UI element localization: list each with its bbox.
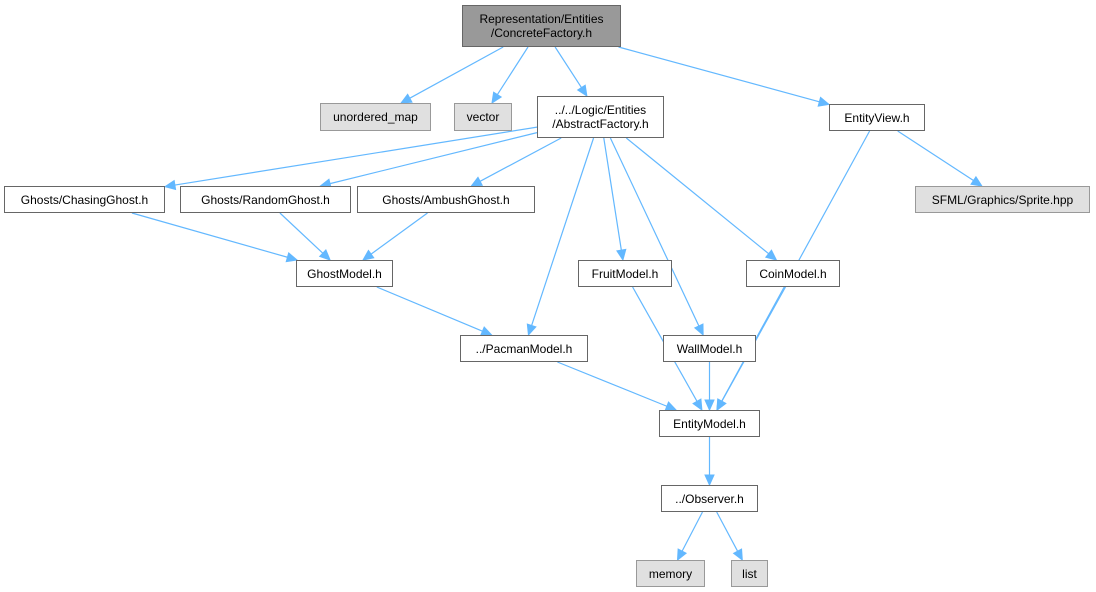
arrowhead-abstract_factory-to-wall_model: [693, 323, 704, 337]
node-label: Ghosts/RandomGhost.h: [201, 192, 330, 207]
node-list: list: [731, 560, 768, 587]
node-entity-view[interactable]: EntityView.h: [829, 104, 925, 131]
node-coin-model[interactable]: CoinModel.h: [746, 260, 840, 287]
node-label: unordered_map: [333, 110, 418, 124]
node-observer[interactable]: ../Observer.h: [661, 485, 758, 512]
edge-concrete_factory-to-entity_view: [618, 46, 820, 103]
edge-concrete_factory-to-unordered_map: [409, 46, 504, 99]
node-pacman-model[interactable]: ../PacmanModel.h: [460, 335, 588, 362]
arrowhead-wall_model-to-entity_model: [704, 399, 715, 412]
node-ambush-ghost[interactable]: Ghosts/AmbushGhost.h: [357, 186, 535, 213]
node-label: EntityView.h: [844, 110, 910, 125]
edge-observer-to-list: [716, 511, 739, 552]
node-concrete-factory: Representation/Entities /ConcreteFactory…: [462, 5, 621, 47]
arrowhead-concrete_factory-to-abstract_factory: [576, 84, 588, 98]
edge-concrete_factory-to-abstract_factory: [554, 46, 582, 88]
arrowhead-concrete_factory-to-unordered_map: [399, 93, 413, 104]
edge-entity_view-to-sfml_sprite: [897, 130, 974, 182]
arrowhead-abstract_factory-to-chasing_ghost: [163, 179, 177, 191]
edge-observer-to-memory: [681, 511, 704, 552]
node-label: ../../Logic/Entities /AbstractFactory.h: [552, 103, 649, 131]
arrowhead-abstract_factory-to-pacman_model: [526, 323, 537, 337]
node-label: WallModel.h: [676, 341, 743, 356]
edge-abstract_factory-to-pacman_model: [531, 137, 595, 326]
node-abstract-factory[interactable]: ../../Logic/Entities /AbstractFactory.h: [537, 96, 664, 138]
node-random-ghost[interactable]: Ghosts/RandomGhost.h: [180, 186, 351, 213]
arrowhead-abstract_factory-to-fruit_model: [616, 248, 627, 262]
edge-abstract_factory-to-wall_model: [609, 137, 700, 327]
edge-chasing_ghost-to-ghost_model: [131, 212, 288, 258]
node-label: SFML/Graphics/Sprite.hpp: [931, 192, 1074, 207]
arrowhead-coin_model-to-entity_model: [716, 398, 727, 412]
node-label: Ghosts/ChasingGhost.h: [20, 192, 149, 207]
edge-abstract_factory-to-fruit_model: [603, 137, 622, 251]
arrowhead-fruit_model-to-entity_model: [692, 398, 703, 412]
edges-layer: [131, 46, 983, 562]
node-label: FruitModel.h: [591, 266, 659, 281]
node-label: Representation/Entities /ConcreteFactory…: [479, 12, 604, 40]
arrowhead-concrete_factory-to-entity_view: [817, 96, 831, 107]
arrowhead-abstract_factory-to-ambush_ghost: [470, 176, 484, 187]
edge-concrete_factory-to-vector: [496, 46, 529, 95]
edge-ambush_ghost-to-ghost_model: [370, 212, 428, 255]
node-label: vector: [466, 110, 500, 124]
edge-pacman_model-to-entity_model: [557, 361, 668, 407]
node-unordered-map: unordered_map: [320, 103, 431, 131]
edge-abstract_factory-to-random_ghost: [329, 132, 538, 185]
edge-random_ghost-to-ghost_model: [279, 212, 324, 254]
node-entity-model[interactable]: EntityModel.h: [659, 410, 760, 437]
node-label: GhostModel.h: [307, 266, 382, 281]
arrowhead-abstract_factory-to-coin_model: [764, 249, 778, 261]
node-chasing-ghost[interactable]: Ghosts/ChasingGhost.h: [4, 186, 165, 213]
edge-ghost_model-to-pacman_model: [376, 286, 483, 332]
arrowhead-random_ghost-to-ghost_model: [318, 248, 331, 261]
node-label: EntityModel.h: [673, 416, 746, 431]
arrowhead-observer-to-list: [732, 548, 743, 562]
arrowhead-observer-to-memory: [676, 548, 688, 562]
arrowhead-chasing_ghost-to-ghost_model: [285, 252, 299, 263]
edge-abstract_factory-to-ambush_ghost: [479, 137, 562, 182]
node-sfml-sprite: SFML/Graphics/Sprite.hpp: [915, 186, 1090, 213]
edge-abstract_factory-to-chasing_ghost: [174, 126, 538, 186]
node-label: ../PacmanModel.h: [475, 341, 573, 356]
node-label: list: [742, 566, 757, 581]
arrowhead-concrete_factory-to-vector: [491, 91, 503, 105]
node-label: ../Observer.h: [675, 491, 744, 506]
arrowhead-ambush_ghost-to-ghost_model: [362, 249, 375, 261]
node-memory: memory: [636, 560, 705, 587]
arrowhead-entity_model-to-observer: [704, 474, 715, 487]
arrowhead-entity_view-to-sfml_sprite: [970, 175, 983, 187]
node-wall-model[interactable]: WallModel.h: [663, 335, 756, 362]
edge-abstract_factory-to-coin_model: [625, 137, 770, 255]
node-label: Ghosts/AmbushGhost.h: [382, 192, 510, 207]
node-ghost-model[interactable]: GhostModel.h: [296, 260, 393, 287]
node-fruit-model[interactable]: FruitModel.h: [578, 260, 672, 287]
node-vector: vector: [454, 103, 512, 131]
node-label: memory: [648, 566, 693, 581]
node-label: CoinModel.h: [759, 266, 827, 281]
